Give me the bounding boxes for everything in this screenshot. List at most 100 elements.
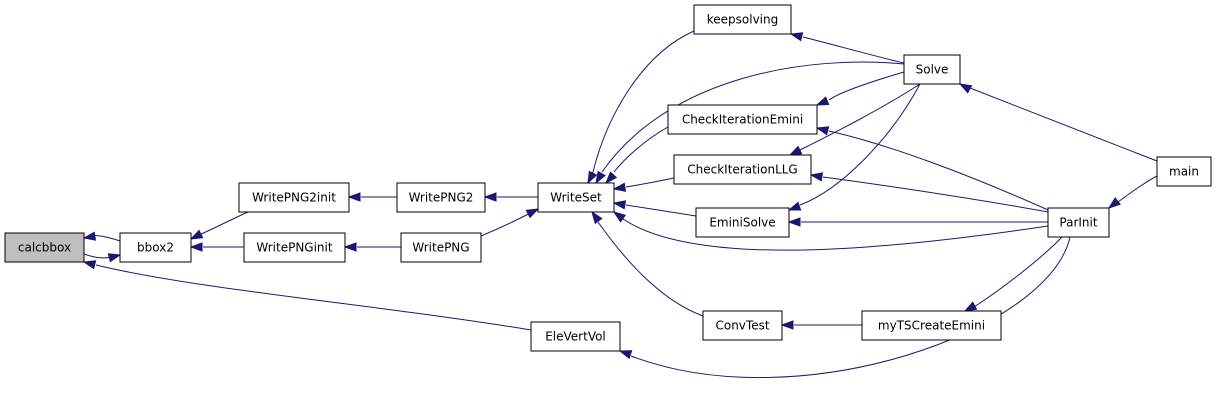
edge-main-parinit-line xyxy=(1117,175,1158,203)
node-calcbbox-label: calcbbox xyxy=(18,241,71,255)
edge-solve-checkiterationllg xyxy=(788,83,921,156)
node-keepsolving[interactable]: keepsolving xyxy=(693,4,792,35)
edge-mytscreateemini-convtest xyxy=(780,320,862,330)
node-eminisolve[interactable]: EminiSolve xyxy=(695,207,790,238)
edge-convtest-writeset xyxy=(591,210,704,317)
edge-parinit-elevertvol xyxy=(618,236,1071,378)
edge-solve-writeset-arrowhead xyxy=(595,170,606,185)
node-writepng2init[interactable]: WritePNG2init xyxy=(238,182,350,213)
edge-solve-checkiterationemini xyxy=(815,71,905,106)
node-convtest-label: ConvTest xyxy=(715,319,769,333)
edges xyxy=(82,30,1158,378)
edge-checkiterationemini-writeset xyxy=(605,126,669,185)
edge-writeset-writepng2-arrowhead xyxy=(483,192,497,202)
edge-parinit-checkiterationemini-arrowhead xyxy=(815,126,830,136)
edge-elevertvol-calcbbox xyxy=(82,260,532,331)
edge-main-parinit-arrowhead xyxy=(1107,197,1121,209)
node-writepnginit-label: WritePNGinit xyxy=(256,241,332,255)
node-checkiterationllg[interactable]: CheckIterationLLG xyxy=(673,154,812,185)
node-bbox2-label: bbox2 xyxy=(137,241,174,255)
node-writepnginit[interactable]: WritePNGinit xyxy=(243,232,346,263)
edge-main-solve xyxy=(958,83,1158,162)
node-parinit[interactable]: ParInit xyxy=(1047,207,1110,238)
edge-solve-writeset-line xyxy=(601,61,905,173)
edge-parinit-eminisolve-arrowhead xyxy=(787,217,801,227)
edge-parinit-mytscreateemini-arrowhead xyxy=(963,301,978,312)
node-elevertvol-label: EleVertVol xyxy=(545,330,606,344)
edge-parinit-mytscreateemini-line xyxy=(973,236,1063,308)
edge-checkiterationllg-writeset-arrowhead xyxy=(612,182,627,192)
node-writepng[interactable]: WritePNG xyxy=(400,232,482,263)
edge-solve-keepsolving xyxy=(789,32,905,64)
node-writepng2[interactable]: WritePNG2 xyxy=(396,182,486,213)
node-bbox2[interactable]: bbox2 xyxy=(119,232,192,263)
edge-parinit-elevertvol-line xyxy=(630,236,1071,378)
edge-writeset-writepng2 xyxy=(483,192,538,202)
edge-writepng-writeset-arrowhead xyxy=(525,208,540,219)
node-writeset[interactable]: WriteSet xyxy=(537,182,615,213)
edge-solve-eminisolve-arrowhead xyxy=(787,201,802,211)
edge-solve-keepsolving-arrowhead xyxy=(789,32,804,42)
edge-solve-keepsolving-line xyxy=(802,36,905,64)
edge-writepng2-writepng2init xyxy=(347,192,397,202)
edge-writepnginit-bbox2-arrowhead xyxy=(189,242,203,252)
edge-parinit-writeset-arrowhead xyxy=(612,211,627,223)
edge-parinit-writeset-line xyxy=(622,218,1049,251)
node-writepng2init-label: WritePNG2init xyxy=(252,191,336,205)
node-convtest[interactable]: ConvTest xyxy=(702,310,783,341)
edge-parinit-checkiterationllg-arrowhead xyxy=(809,172,824,182)
edge-convtest-writeset-arrowhead xyxy=(591,210,603,225)
edge-elevertvol-calcbbox-arrowhead xyxy=(82,260,97,270)
node-parinit-label: ParInit xyxy=(1059,216,1097,230)
edge-eminisolve-writeset-arrowhead xyxy=(612,200,627,210)
edge-writepng-writepnginit-arrowhead xyxy=(343,242,357,252)
edge-keepsolving-writeset xyxy=(587,30,695,185)
node-main-label: main xyxy=(1169,165,1199,179)
edge-parinit-eminisolve xyxy=(787,217,1048,227)
node-elevertvol[interactable]: EleVertVol xyxy=(530,321,621,352)
node-eminisolve-label: EminiSolve xyxy=(709,216,775,230)
edge-parinit-writeset xyxy=(612,211,1049,251)
edge-parinit-elevertvol-arrowhead xyxy=(618,350,633,360)
node-solve-label: Solve xyxy=(916,63,949,77)
edge-main-solve-line xyxy=(969,87,1158,162)
node-checkiterationemini[interactable]: CheckIterationEmini xyxy=(667,104,818,135)
edge-solve-checkiterationemini-line xyxy=(828,71,905,101)
node-writepng-label: WritePNG xyxy=(412,241,469,255)
edge-checkiterationemini-writeset-line xyxy=(613,126,669,173)
node-mytscreateemini-label: myTSCreateEmini xyxy=(878,319,985,333)
node-checkiterationllg-label: CheckIterationLLG xyxy=(687,163,797,177)
edge-eminisolve-writeset xyxy=(612,200,697,217)
edge-solve-eminisolve-line xyxy=(799,83,921,206)
edge-writepng2init-bbox2-arrowhead xyxy=(189,229,204,240)
node-mytscreateemini[interactable]: myTSCreateEmini xyxy=(861,310,1002,341)
edge-parinit-checkiterationllg xyxy=(809,172,1049,213)
edge-calcbbox-bbox2 xyxy=(83,253,122,263)
edge-writepng2-writepng2init-arrowhead xyxy=(347,192,361,202)
edge-solve-checkiterationllg-arrowhead xyxy=(788,145,803,156)
node-solve[interactable]: Solve xyxy=(903,54,961,85)
edge-parinit-mytscreateemini xyxy=(963,236,1063,312)
edge-checkiterationllg-writeset xyxy=(612,177,675,192)
edge-writepng2init-bbox2 xyxy=(189,211,249,240)
edge-solve-eminisolve xyxy=(787,83,921,211)
edge-bbox2-calcbbox xyxy=(82,231,121,242)
edge-convtest-writeset-line xyxy=(597,221,704,317)
node-keepsolving-label: keepsolving xyxy=(707,13,779,27)
edge-calcbbox-bbox2-arrowhead xyxy=(107,253,122,263)
edge-parinit-checkiterationllg-line xyxy=(822,176,1049,213)
edge-writepng2init-bbox2-line xyxy=(198,211,249,236)
edge-checkiterationemini-writeset-arrowhead xyxy=(605,171,618,185)
edge-main-parinit xyxy=(1107,175,1158,209)
node-checkiterationemini-label: CheckIterationEmini xyxy=(682,113,803,127)
edge-eminisolve-writeset-line xyxy=(625,204,697,217)
node-calcbbox[interactable]: calcbbox xyxy=(4,232,85,263)
node-main[interactable]: main xyxy=(1156,156,1212,187)
node-writepng2-label: WritePNG2 xyxy=(409,191,474,205)
edge-writepnginit-bbox2 xyxy=(189,242,244,252)
edge-keepsolving-writeset-line xyxy=(591,30,695,177)
edge-mytscreateemini-convtest-arrowhead xyxy=(780,320,794,330)
edge-parinit-checkiterationemini xyxy=(815,126,1049,211)
edge-solve-checkiterationemini-arrowhead xyxy=(815,96,830,106)
